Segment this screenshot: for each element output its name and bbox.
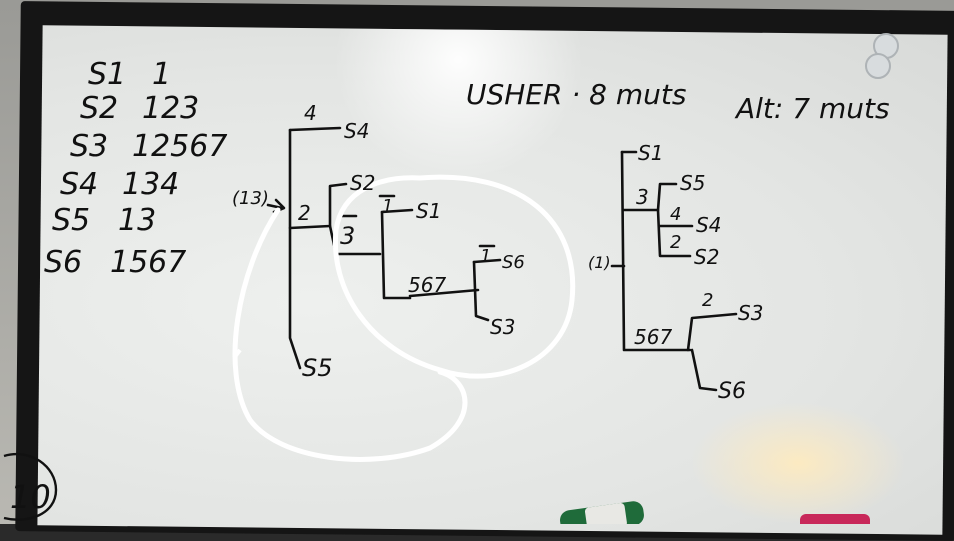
alt-label-s4: S4 — [696, 213, 721, 237]
list-sample-s2: S2 — [80, 91, 118, 126]
usher-label-s3: S3 — [490, 315, 515, 339]
alt-label-1paren: (1) — [588, 253, 611, 272]
usher-branch-s4 — [288, 126, 342, 132]
list-muts-s4: 134 — [122, 167, 179, 202]
alt-title: Alt: 7 muts — [734, 92, 890, 125]
list-muts-s6: 1567 — [110, 245, 186, 280]
alt-inner-stem — [622, 208, 692, 258]
list-muts-s3: 12567 — [132, 129, 227, 164]
list-sample-s6: S6 — [44, 245, 82, 280]
usher-trunk — [288, 128, 302, 370]
list-muts-s5: 13 — [118, 203, 156, 238]
list-sample-s4: S4 — [60, 167, 98, 202]
usher-branch-to-s2 — [288, 182, 348, 230]
alt-label-3: 3 — [636, 185, 649, 209]
usher-label-s1: S1 — [416, 199, 441, 223]
white-circle-loop — [232, 174, 576, 462]
alt-label-s6: S6 — [718, 379, 746, 404]
usher-label-s4: S4 — [344, 119, 369, 143]
list-sample-s5: S5 — [52, 203, 90, 238]
alt-label-s5: S5 — [680, 171, 705, 195]
usher-label-2: 2 — [298, 201, 311, 225]
alt-label-s3: S3 — [738, 301, 763, 325]
alt-label-2: 2 — [670, 232, 681, 253]
alt-trunk — [620, 150, 692, 352]
usher-label-s2: S2 — [350, 171, 375, 195]
usher-567-branch — [408, 288, 480, 298]
list-sample-s3: S3 — [70, 129, 108, 164]
alt-label-567: 567 — [634, 325, 672, 349]
usher-label-13: (13) — [232, 188, 269, 209]
list-sample-s1: S1 — [88, 57, 126, 92]
whiteboard-drawing: S1 1 S2 123 S3 12567 S4 134 S5 13 S6 156… — [3, 33, 899, 524]
usher-s6-s3-stem — [472, 260, 490, 322]
usher-label-1bar: 1 — [382, 196, 393, 217]
alt-s5-branch — [656, 182, 678, 212]
usher-s6-branch — [472, 258, 502, 264]
usher-title: USHER · 8 muts — [466, 78, 686, 111]
magnet-icon — [865, 33, 899, 79]
usher-label-567: 567 — [408, 273, 446, 297]
list-muts-s1: 1 — [152, 57, 171, 92]
alt-s6-stem — [690, 348, 718, 392]
alt-label-2b: 2 — [702, 290, 713, 311]
usher-label-3bar: 3 — [340, 222, 355, 250]
alt-label-s1: S1 — [638, 141, 663, 165]
usher-label-1bar-b: 1 — [480, 246, 491, 267]
usher-s1-branch — [380, 208, 414, 214]
list-muts-s2: 123 — [142, 91, 199, 126]
usher-label-s5: S5 — [302, 354, 333, 382]
alt-567-stem — [686, 312, 738, 352]
usher-label-4: 4 — [304, 101, 317, 125]
alt-label-s2: S2 — [694, 245, 719, 269]
usher-label-s6: S6 — [502, 252, 525, 273]
alt-label-4: 4 — [670, 204, 681, 225]
corner-mark: 10 — [10, 478, 51, 516]
usher-s1-stem — [380, 210, 412, 300]
green-marker — [560, 501, 644, 524]
pink-marker — [800, 514, 870, 524]
